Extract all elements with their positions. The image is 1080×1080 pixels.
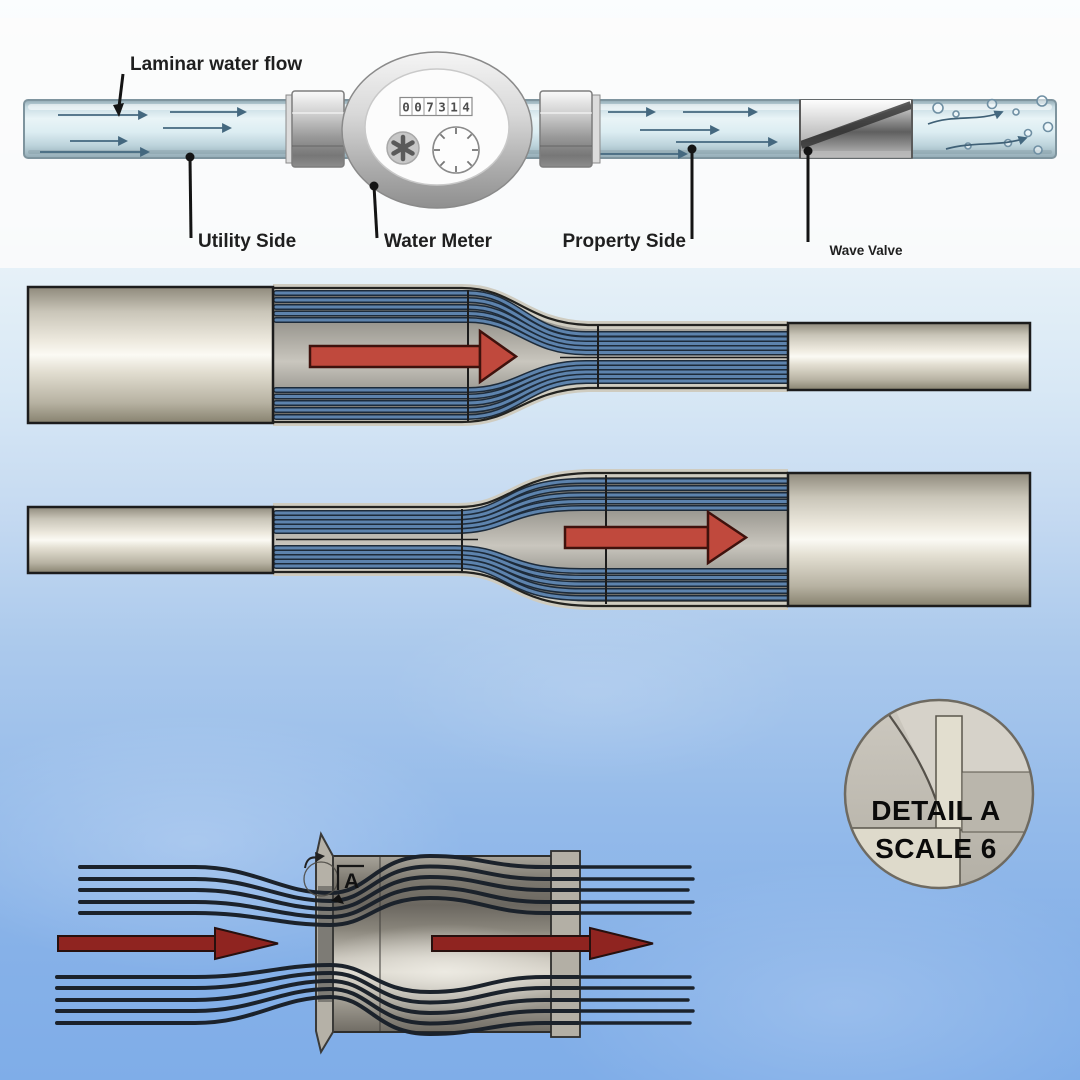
- impeller-icon: [386, 131, 420, 165]
- detail-a-letter: A: [344, 870, 359, 893]
- label-utility-side: Utility Side: [185, 152, 296, 252]
- dial-icon: [432, 126, 480, 174]
- meter-counter: 0 0 7 3 1 4: [399, 96, 473, 117]
- meter-digit: 0: [414, 100, 422, 115]
- inlet-streamlines: [55, 853, 580, 1037]
- label-laminar-flow: Laminar water flow: [113, 54, 302, 117]
- flow-direction-arrow: [563, 509, 749, 566]
- pipe-segment-narrow: [786, 321, 1032, 392]
- wave-valve-label: Wave Valve: [829, 243, 903, 258]
- meter-digit: 4: [462, 100, 470, 115]
- label-wave-valve: Wave Valve: [803, 146, 903, 258]
- detail-a-callout: DETAIL A SCALE 6: [843, 698, 1035, 890]
- detail-title: DETAIL A: [871, 795, 1000, 826]
- meter-digit: 1: [450, 100, 458, 115]
- cad-section-diverging: [26, 469, 1032, 610]
- meter-digit: 7: [426, 100, 434, 115]
- cad-section-converging: [26, 284, 1032, 426]
- water-meter-label: Water Meter: [384, 231, 493, 252]
- streamlines: [273, 478, 792, 601]
- coupling-nut-right: [539, 90, 601, 168]
- outlet-streamlines: [576, 865, 695, 1025]
- flow-direction-arrow-outlet: [431, 926, 654, 961]
- laminar-flow-arrows-right: [597, 107, 778, 159]
- detail-marker-a: A: [303, 852, 364, 904]
- laminar-flow-label: Laminar water flow: [130, 54, 302, 75]
- valve-flow-diagram: A: [55, 831, 695, 1055]
- label-property-side: Property Side: [562, 144, 697, 252]
- pipe-segment-wide: [786, 471, 1032, 608]
- cutaway-shell: [273, 284, 788, 426]
- flow-direction-arrow-inlet: [57, 926, 279, 961]
- pipe-segment-wide: [26, 285, 275, 425]
- label-water-meter: Water Meter: [369, 181, 493, 252]
- turbulence-bubbles: [932, 95, 1054, 155]
- turbulence-arrows: [927, 110, 1028, 150]
- meter-digit: 0: [402, 100, 410, 115]
- detail-scale: SCALE 6: [875, 833, 997, 864]
- pipe-segment-narrow: [26, 505, 275, 575]
- utility-side-label: Utility Side: [198, 231, 296, 252]
- meter-digit: 3: [438, 100, 446, 115]
- coupling-nut-left: [285, 90, 345, 168]
- flow-direction-arrow: [308, 328, 519, 385]
- cutaway-shell: [273, 469, 788, 610]
- streamlines: [273, 290, 792, 420]
- water-meter-pipe-diagram: 0 0 7 3 1 4: [23, 51, 1057, 258]
- property-side-label: Property Side: [562, 231, 686, 252]
- wave-valve-insert: [799, 99, 913, 159]
- water-meter-body: 0 0 7 3 1 4: [341, 51, 533, 209]
